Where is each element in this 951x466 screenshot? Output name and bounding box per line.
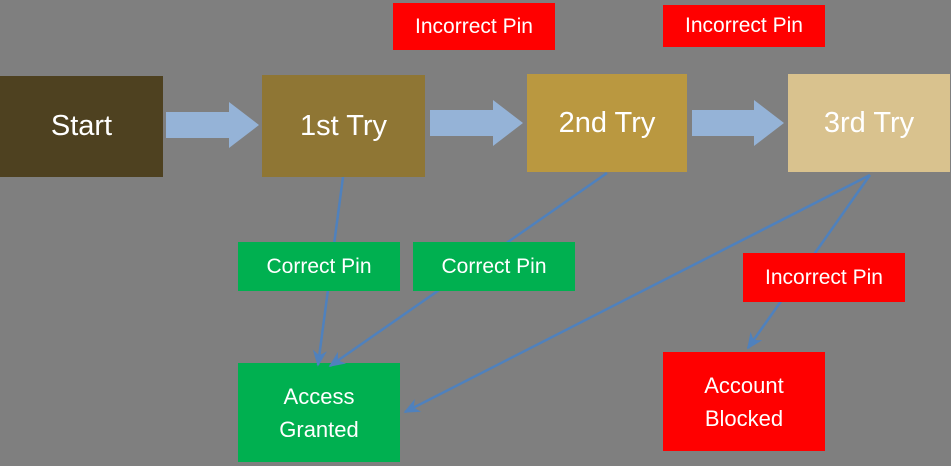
edge-label-incorrect-pin-1-text: Incorrect Pin xyxy=(415,14,533,38)
edge-label-incorrect-pin-2: Incorrect Pin xyxy=(663,5,825,47)
edge-label-correct-pin-1-text: Correct Pin xyxy=(266,254,372,278)
block-arrow-try1-try2 xyxy=(430,100,523,146)
block-arrows xyxy=(166,100,784,148)
arrowhead-try3-blocked xyxy=(746,331,763,350)
node-2nd-try-label: 2nd Try xyxy=(558,106,656,139)
edge-label-correct-pin-1: Correct Pin xyxy=(238,242,400,291)
node-1st-try-label: 1st Try xyxy=(299,109,387,142)
edge-label-incorrect-pin-3-text: Incorrect Pin xyxy=(765,265,883,289)
node-3rd-try-label: 3rd Try xyxy=(823,106,915,139)
edge-label-incorrect-pin-2-text: Incorrect Pin xyxy=(685,14,803,37)
block-arrow-try2-try3 xyxy=(692,100,784,146)
node-account-blocked: Account Blocked xyxy=(663,352,825,451)
node-2nd-try: 2nd Try xyxy=(527,74,687,172)
node-1st-try: 1st Try xyxy=(262,75,425,177)
edge-label-incorrect-pin-3: Incorrect Pin xyxy=(743,253,905,302)
arrowhead-try3-access xyxy=(403,399,422,414)
node-start-label: Start xyxy=(50,110,113,142)
block-arrow-start-try1 xyxy=(166,102,259,148)
edge-label-correct-pin-2: Correct Pin xyxy=(413,242,575,291)
node-access-granted-label: Access Granted xyxy=(279,383,359,442)
node-access-granted: Access Granted xyxy=(238,363,400,462)
node-account-blocked-label: Account Blocked xyxy=(704,372,784,431)
node-start: Start xyxy=(0,76,163,177)
edge-label-incorrect-pin-1: Incorrect Pin xyxy=(393,3,555,50)
edge-label-correct-pin-2-text: Correct Pin xyxy=(441,254,547,278)
node-3rd-try: 3rd Try xyxy=(788,74,950,172)
